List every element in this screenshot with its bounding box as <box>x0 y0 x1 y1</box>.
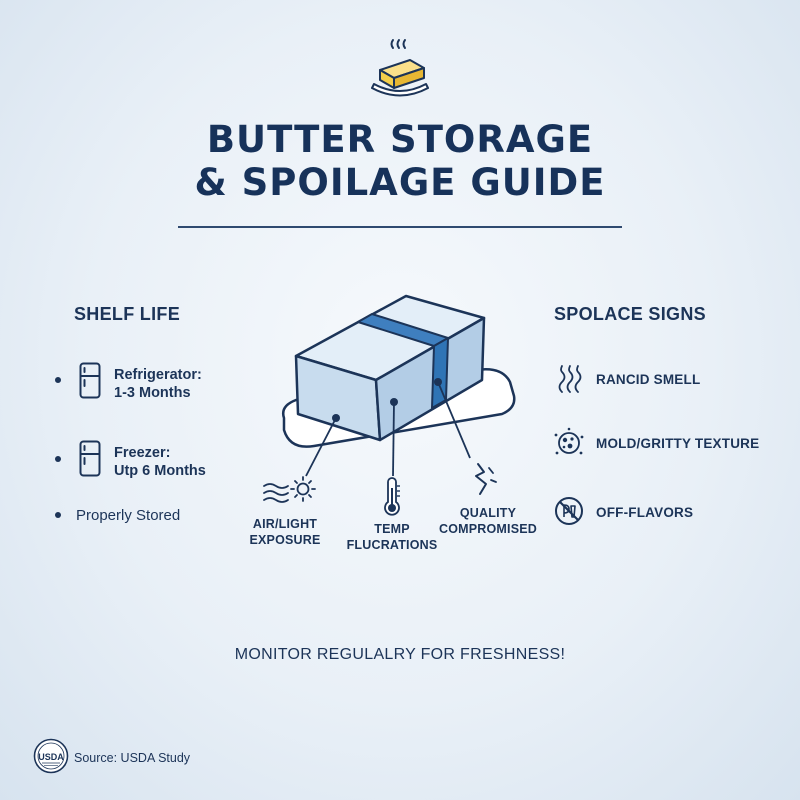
mold-icon <box>554 427 584 455</box>
properly-stored-note: Properly Stored <box>76 507 181 524</box>
page-title: BUTTER STORAGE & SPOILAGE GUIDE <box>0 118 800 204</box>
title-line-2: & SPOILAGE GUIDE <box>194 161 606 204</box>
bullet <box>55 377 61 383</box>
crack-icon <box>475 463 497 495</box>
rancid-smell-label: RANCID SMELL <box>596 372 701 387</box>
title-line-1: BUTTER STORAGE <box>206 118 594 161</box>
bullet <box>55 512 61 518</box>
odor-wavy-icon <box>558 365 582 393</box>
spoilage-heading: SPOLACE SIGNS <box>554 304 706 324</box>
bullet <box>55 456 61 462</box>
quality-caption: QUALITY COMPROMISED <box>438 506 538 536</box>
source-label: Source: USDA Study <box>74 751 191 765</box>
temp-caption: TEMP FLUCRATIONS <box>346 522 438 552</box>
butter-dish-icon <box>371 39 429 97</box>
usda-logo: USDA <box>33 738 69 774</box>
air-light-caption: AIR/LIGHT EXPOSURE <box>249 517 321 547</box>
svg-text:USDA: USDA <box>38 752 64 762</box>
freezer-label: Freezer: Utp 6 Months <box>114 445 206 479</box>
butter-block-illustration <box>282 294 516 477</box>
freshness-reminder: MONITOR REGULALRY FOR FRESHNESS! <box>234 646 566 663</box>
wind-sun-icon <box>263 476 316 503</box>
thermometer-icon <box>384 477 400 516</box>
mold-texture-label: MOLD/GRITTY TEXTURE <box>596 436 760 451</box>
refrigerator-label: Refrigerator: 1-3 Months <box>114 367 202 401</box>
refrigerator-icon <box>79 362 101 399</box>
shelf-life-heading: SHELF LIFE <box>74 304 180 324</box>
title-divider <box>178 226 622 228</box>
off-flavors-label: OFF-FLAVORS <box>596 505 694 520</box>
freezer-icon <box>79 440 101 477</box>
no-taste-icon <box>555 497 583 525</box>
